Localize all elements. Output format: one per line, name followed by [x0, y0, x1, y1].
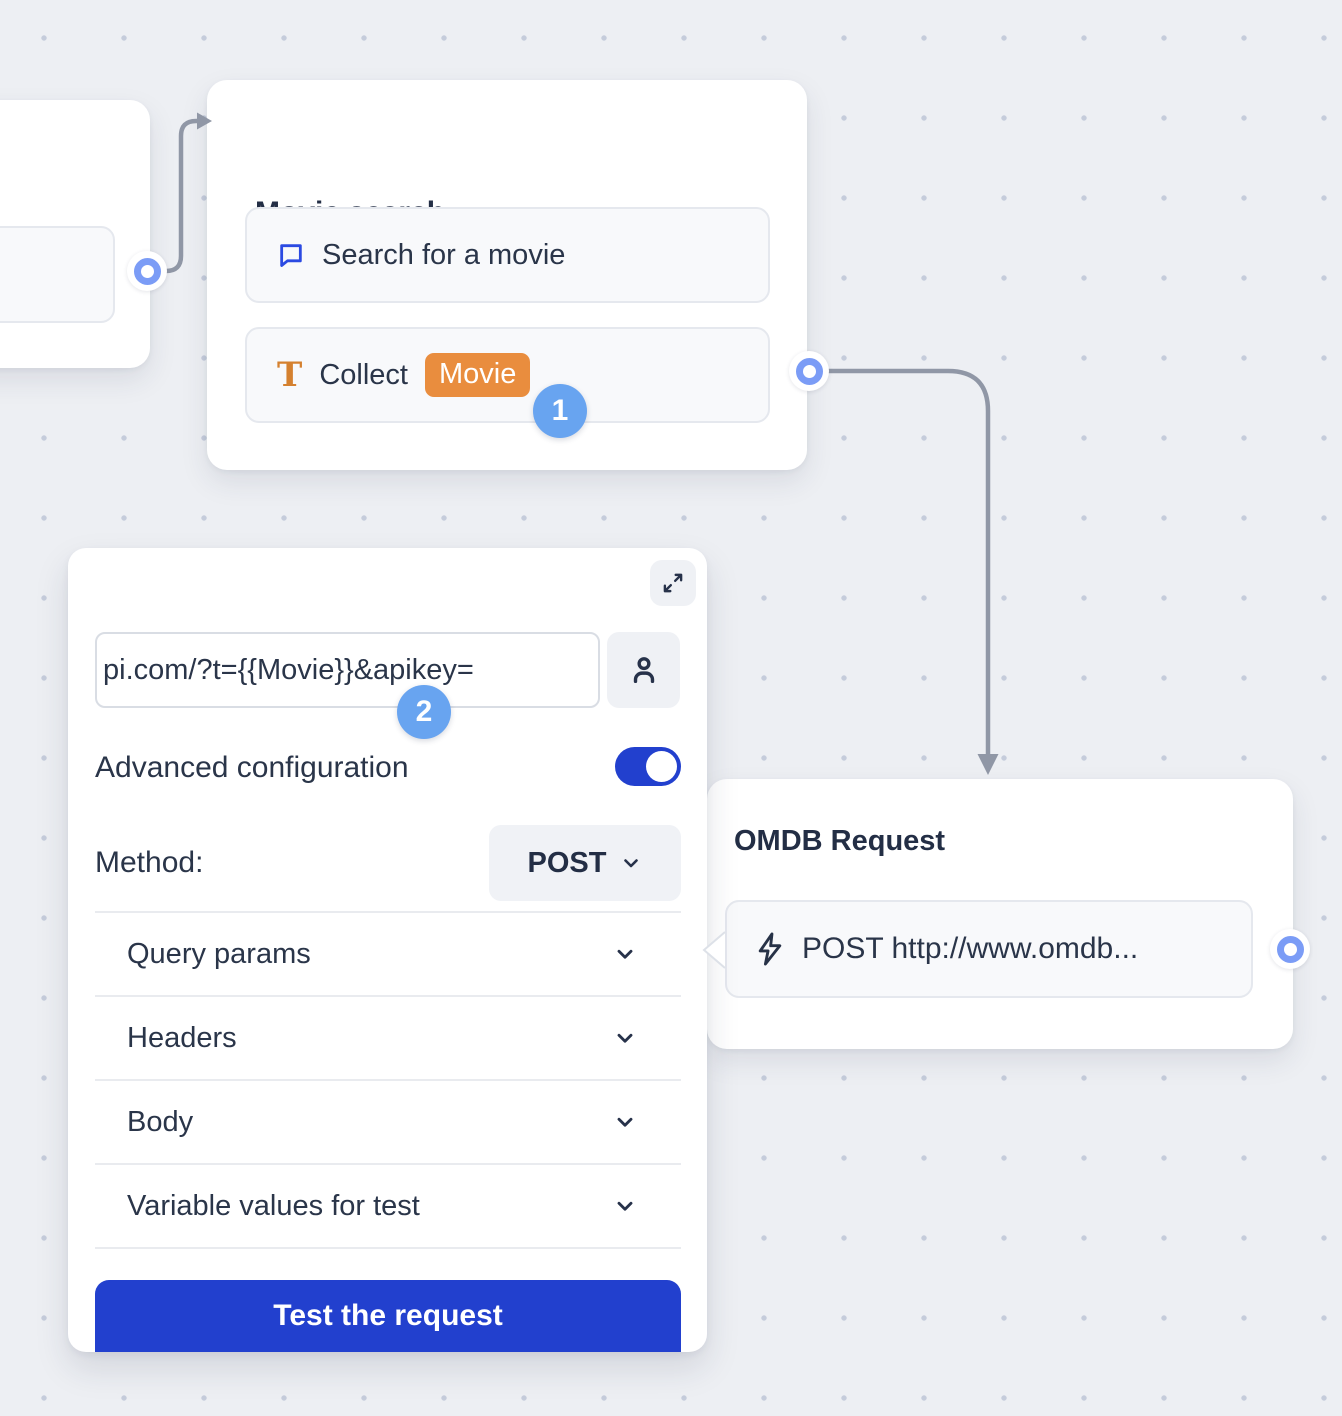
text-input-icon: T — [277, 355, 303, 395]
collect-block-row[interactable]: T Collect Movie — [245, 327, 770, 423]
output-port[interactable] — [127, 251, 167, 291]
section-label: Headers — [127, 1021, 237, 1054]
webhook-block-row[interactable]: POST http://www.omdb... — [725, 900, 1253, 998]
url-input[interactable]: pi.com/?t={{Movie}}&apikey= — [95, 632, 600, 708]
block-label: Collect — [319, 358, 408, 391]
port-ring — [1276, 935, 1304, 963]
test-request-button[interactable]: Test the request — [95, 1280, 681, 1352]
input-notch — [702, 931, 726, 969]
chevron-down-icon — [613, 942, 637, 966]
section-headers[interactable]: Headers — [95, 997, 681, 1081]
section-query-params[interactable]: Query params — [95, 913, 681, 997]
section-label: Query params — [127, 937, 311, 970]
config-sections: Query params Headers Body Variable value… — [95, 911, 681, 1249]
message-block-row[interactable]: Search for a movie — [245, 207, 770, 303]
lightning-icon — [755, 932, 785, 966]
expand-icon — [660, 570, 686, 596]
chevron-down-icon — [620, 852, 642, 874]
webhook-config-panel: pi.com/?t={{Movie}}&apikey= Advanced con… — [68, 548, 707, 1352]
output-port[interactable] — [1270, 929, 1310, 969]
section-variable-values[interactable]: Variable values for test — [95, 1165, 681, 1249]
variables-button[interactable] — [607, 632, 680, 708]
port-ring — [133, 257, 161, 285]
chat-bubble-icon — [277, 241, 305, 269]
section-body[interactable]: Body — [95, 1081, 681, 1165]
block-label: POST http://www.omdb... — [802, 932, 1139, 965]
previous-node-card[interactable] — [0, 100, 150, 368]
advanced-configuration-toggle[interactable] — [615, 747, 681, 786]
omdb-request-node[interactable]: OMDB Request POST http://www.omdb... — [707, 779, 1293, 1049]
expand-button[interactable] — [650, 560, 696, 606]
method-select[interactable]: POST — [489, 825, 681, 901]
method-label: Method: — [95, 846, 204, 879]
movie-search-node[interactable]: Movie search Search for a movie T Collec… — [207, 80, 807, 470]
chevron-down-icon — [613, 1194, 637, 1218]
block-label: Search for a movie — [322, 238, 566, 271]
chevron-down-icon — [613, 1110, 637, 1134]
toggle-knob — [646, 751, 677, 782]
step-badge-1: 1 — [533, 384, 587, 438]
method-value: POST — [527, 846, 607, 879]
section-label: Variable values for test — [127, 1189, 420, 1222]
port-ring — [795, 357, 823, 385]
previous-node-row[interactable] — [0, 226, 115, 323]
chevron-down-icon — [613, 1026, 637, 1050]
url-value: pi.com/?t={{Movie}}&apikey= — [103, 653, 474, 686]
advanced-configuration-label: Advanced configuration — [95, 751, 409, 784]
section-label: Body — [127, 1105, 194, 1138]
person-icon — [627, 653, 661, 687]
output-port[interactable] — [789, 351, 829, 391]
node-title: OMDB Request — [734, 825, 946, 857]
variable-chip[interactable]: Movie — [424, 353, 531, 397]
step-badge-2: 2 — [397, 685, 451, 739]
